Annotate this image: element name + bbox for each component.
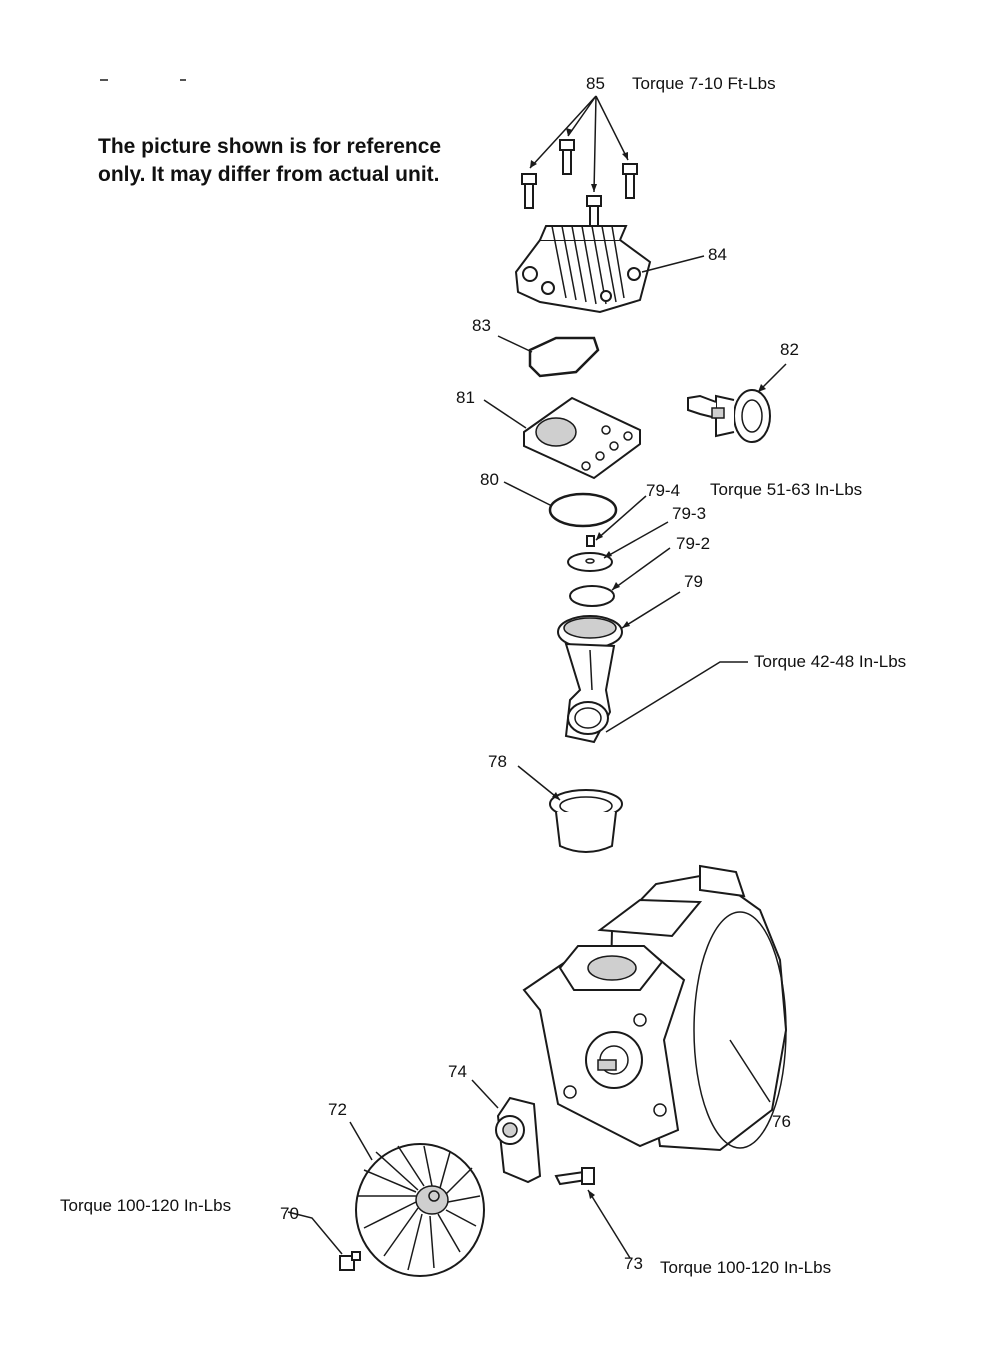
reference-note-line-2: only. It may differ from actual unit. — [98, 163, 440, 186]
callout-79-3: 79-3 — [672, 504, 707, 523]
bolt-icon — [586, 195, 602, 231]
o-ring-part-80 — [503, 481, 618, 528]
callout-73: 73 — [624, 1254, 643, 1273]
cup-part-79-2 — [569, 547, 671, 607]
callout-81: 81 — [456, 388, 475, 407]
motor-crankcase-part-76 — [522, 864, 788, 1152]
callout-78: 78 — [488, 752, 507, 771]
bolt-icon — [559, 139, 575, 175]
callout-83: 83 — [472, 316, 491, 335]
callout-74: 74 — [448, 1062, 467, 1081]
callout-79: 79 — [684, 572, 703, 591]
callout-76: 76 — [772, 1112, 791, 1131]
torque-label-73: Torque 100-120 In-Lbs — [660, 1258, 832, 1277]
reference-note-line-1: The picture shown is for reference — [98, 135, 442, 158]
callout-72: 72 — [328, 1100, 347, 1119]
torque-label-connecting-rod: Torque 42-48 In-Lbs — [754, 652, 907, 671]
callout-82: 82 — [780, 340, 799, 359]
head-bolts-part-85 — [521, 95, 638, 231]
connecting-rod-part-79 — [557, 591, 748, 744]
eccentric-part-74 — [471, 1079, 542, 1184]
cooling-fan-part-72 — [349, 1121, 485, 1277]
fan-bolt-part-70 — [287, 1211, 361, 1271]
callout-79-4: 79-4 — [646, 481, 681, 500]
screw-part-79-4 — [586, 495, 647, 547]
callout-80: 80 — [480, 470, 499, 489]
bolt-icon — [622, 163, 638, 199]
callout-84: 84 — [708, 245, 727, 264]
torque-label-70: Torque 100-120 In-Lbs — [60, 1196, 232, 1215]
torque-label-79-4: Torque 51-63 In-Lbs — [710, 480, 863, 499]
callout-85: 85 — [586, 74, 605, 93]
valve-plate-part-81 — [483, 396, 641, 480]
torque-label-85: Torque 7-10 Ft-Lbs — [632, 74, 776, 93]
valve-assembly-part-82 — [687, 363, 787, 443]
crank-bolt-part-73 — [554, 1167, 631, 1259]
callout-79-2: 79-2 — [676, 534, 711, 553]
retainer-part-79-3 — [567, 521, 669, 572]
callout-70: 70 — [280, 1204, 299, 1223]
gasket-part-83 — [497, 335, 600, 378]
cylinder-head-part-84 — [514, 225, 705, 314]
bolt-icon — [521, 173, 537, 209]
cylinder-sleeve-part-78 — [517, 765, 623, 853]
